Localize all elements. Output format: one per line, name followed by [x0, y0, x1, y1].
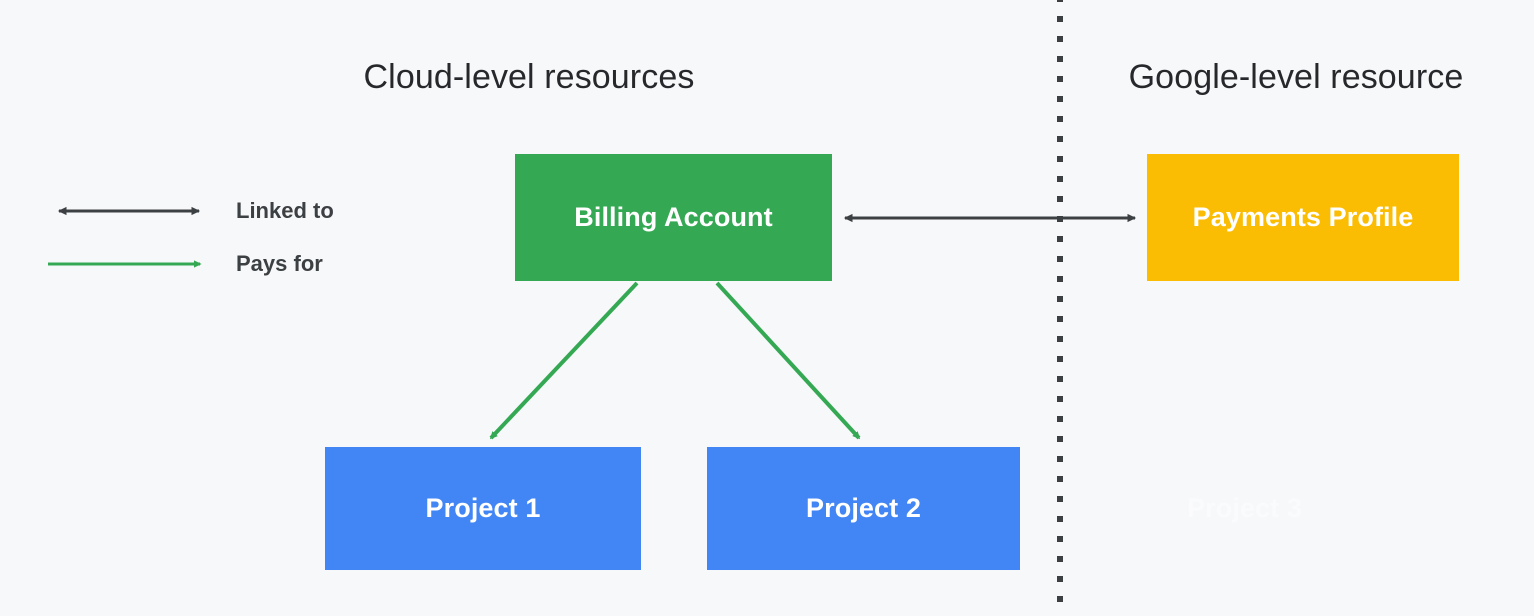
legend-label-linked-to: Linked to	[236, 198, 334, 223]
legend-label-pays-for: Pays for	[236, 251, 323, 276]
node-payments-profile[interactable]: Payments Profile	[1147, 154, 1459, 281]
node-project-2[interactable]: Project 2	[707, 447, 1020, 570]
section-title-google-level: Google-level resource	[1128, 58, 1464, 96]
node-project-3: Project 3	[1187, 493, 1302, 523]
section-title-cloud-level: Cloud-level resources	[363, 58, 695, 96]
edge-billing-to-project2	[715, 281, 861, 440]
node-project-1[interactable]: Project 1	[325, 447, 641, 570]
edge-billing-to-project1	[489, 281, 639, 440]
node-billing-account[interactable]: Billing Account	[515, 154, 832, 281]
